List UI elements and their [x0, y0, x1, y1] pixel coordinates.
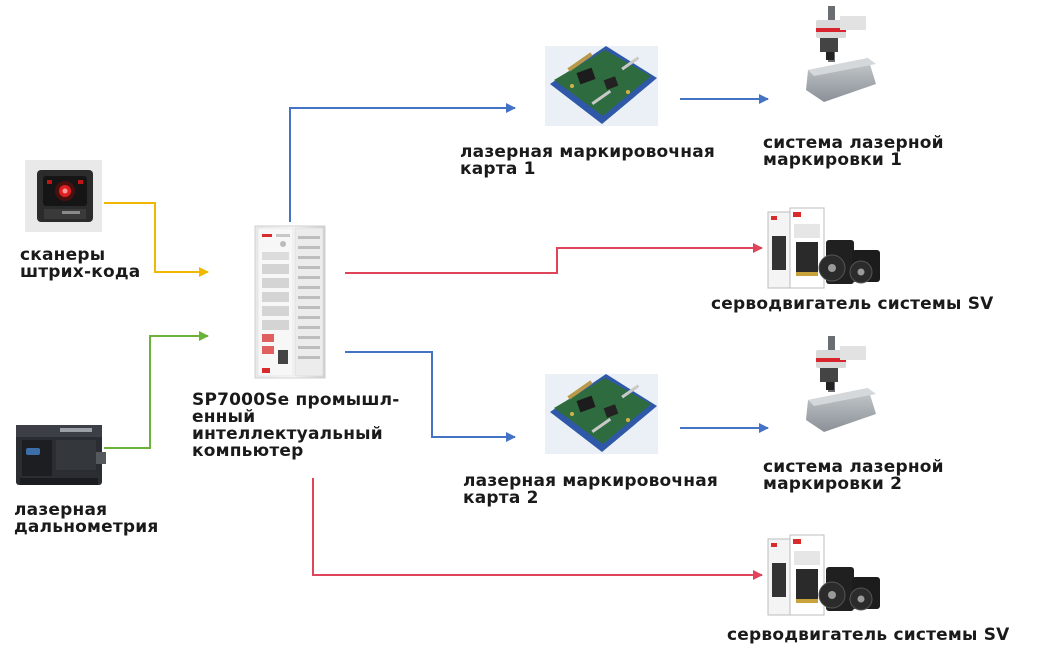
card1-label-line1: лазерная маркировочная — [460, 142, 716, 162]
marking-card-2-icon — [545, 374, 658, 454]
marking-card-1-icon — [545, 46, 658, 126]
barcode-scanner-icon — [25, 160, 102, 232]
servo2-label-line1: серводвигатель системы SV — [727, 625, 1010, 645]
barcode-scanner-label-line1: сканеры — [20, 245, 106, 265]
connector-ranging-to-pc — [104, 331, 209, 449]
connector-scanner-to-pc — [104, 202, 209, 277]
controller-label-line4: компьютер — [192, 441, 304, 461]
controller-label-line3: интеллектуальный — [192, 424, 383, 444]
controller-label: SP7000Se промышл- енный интеллектуальный… — [192, 392, 400, 460]
system2-label-line2: маркировки 2 — [763, 474, 903, 494]
system1-label-line2: маркировки 1 — [763, 150, 903, 170]
system1-label-line1: система лазерной — [763, 133, 944, 153]
connector-pc-to-card1 — [289, 103, 516, 222]
barcode-scanner-label-line2: штрих-кода — [20, 262, 141, 282]
card2-label: лазерная маркировочная карта 2 — [463, 473, 718, 507]
laser-rangefinder-icon — [16, 425, 106, 485]
servo2-label: серводвигатель системы SV — [727, 627, 1010, 644]
servo1-label: серводвигатель системы SV — [711, 296, 994, 313]
system1-label: система лазерной маркировки 1 — [763, 135, 944, 169]
connector-pc-to-servo2 — [312, 478, 763, 580]
system2-label: система лазерной маркировки 2 — [763, 459, 944, 493]
servo-motor-2-icon — [767, 534, 880, 616]
industrial-pc-icon — [254, 225, 326, 379]
connector-pc-to-card2 — [345, 351, 516, 442]
servo-motor-1-icon — [767, 207, 880, 289]
controller-label-line1: SP7000Se промышл- — [192, 390, 400, 410]
connectors — [104, 94, 769, 580]
laser-ranging-label-line2: дальнометрия — [14, 517, 159, 537]
card1-label: лазерная маркировочная карта 1 — [460, 144, 715, 178]
card2-label-line2: карта 2 — [463, 488, 539, 508]
laser-marker-1-icon — [806, 6, 876, 102]
controller-label-line2: енный — [192, 407, 256, 427]
servo1-label-line1: серводвигатель системы SV — [711, 294, 994, 314]
barcode-scanner-label: сканеры штрих-кода — [20, 247, 140, 281]
laser-ranging-label: лазерная дальнометрия — [14, 502, 159, 536]
card2-label-line1: лазерная маркировочная — [463, 471, 719, 491]
system2-label-line1: система лазерной — [763, 457, 944, 477]
laser-marker-2-icon — [806, 336, 876, 432]
card1-label-line2: карта 1 — [460, 159, 536, 179]
connector-pc-to-servo1 — [345, 243, 763, 274]
laser-ranging-label-line1: лазерная — [14, 500, 108, 520]
